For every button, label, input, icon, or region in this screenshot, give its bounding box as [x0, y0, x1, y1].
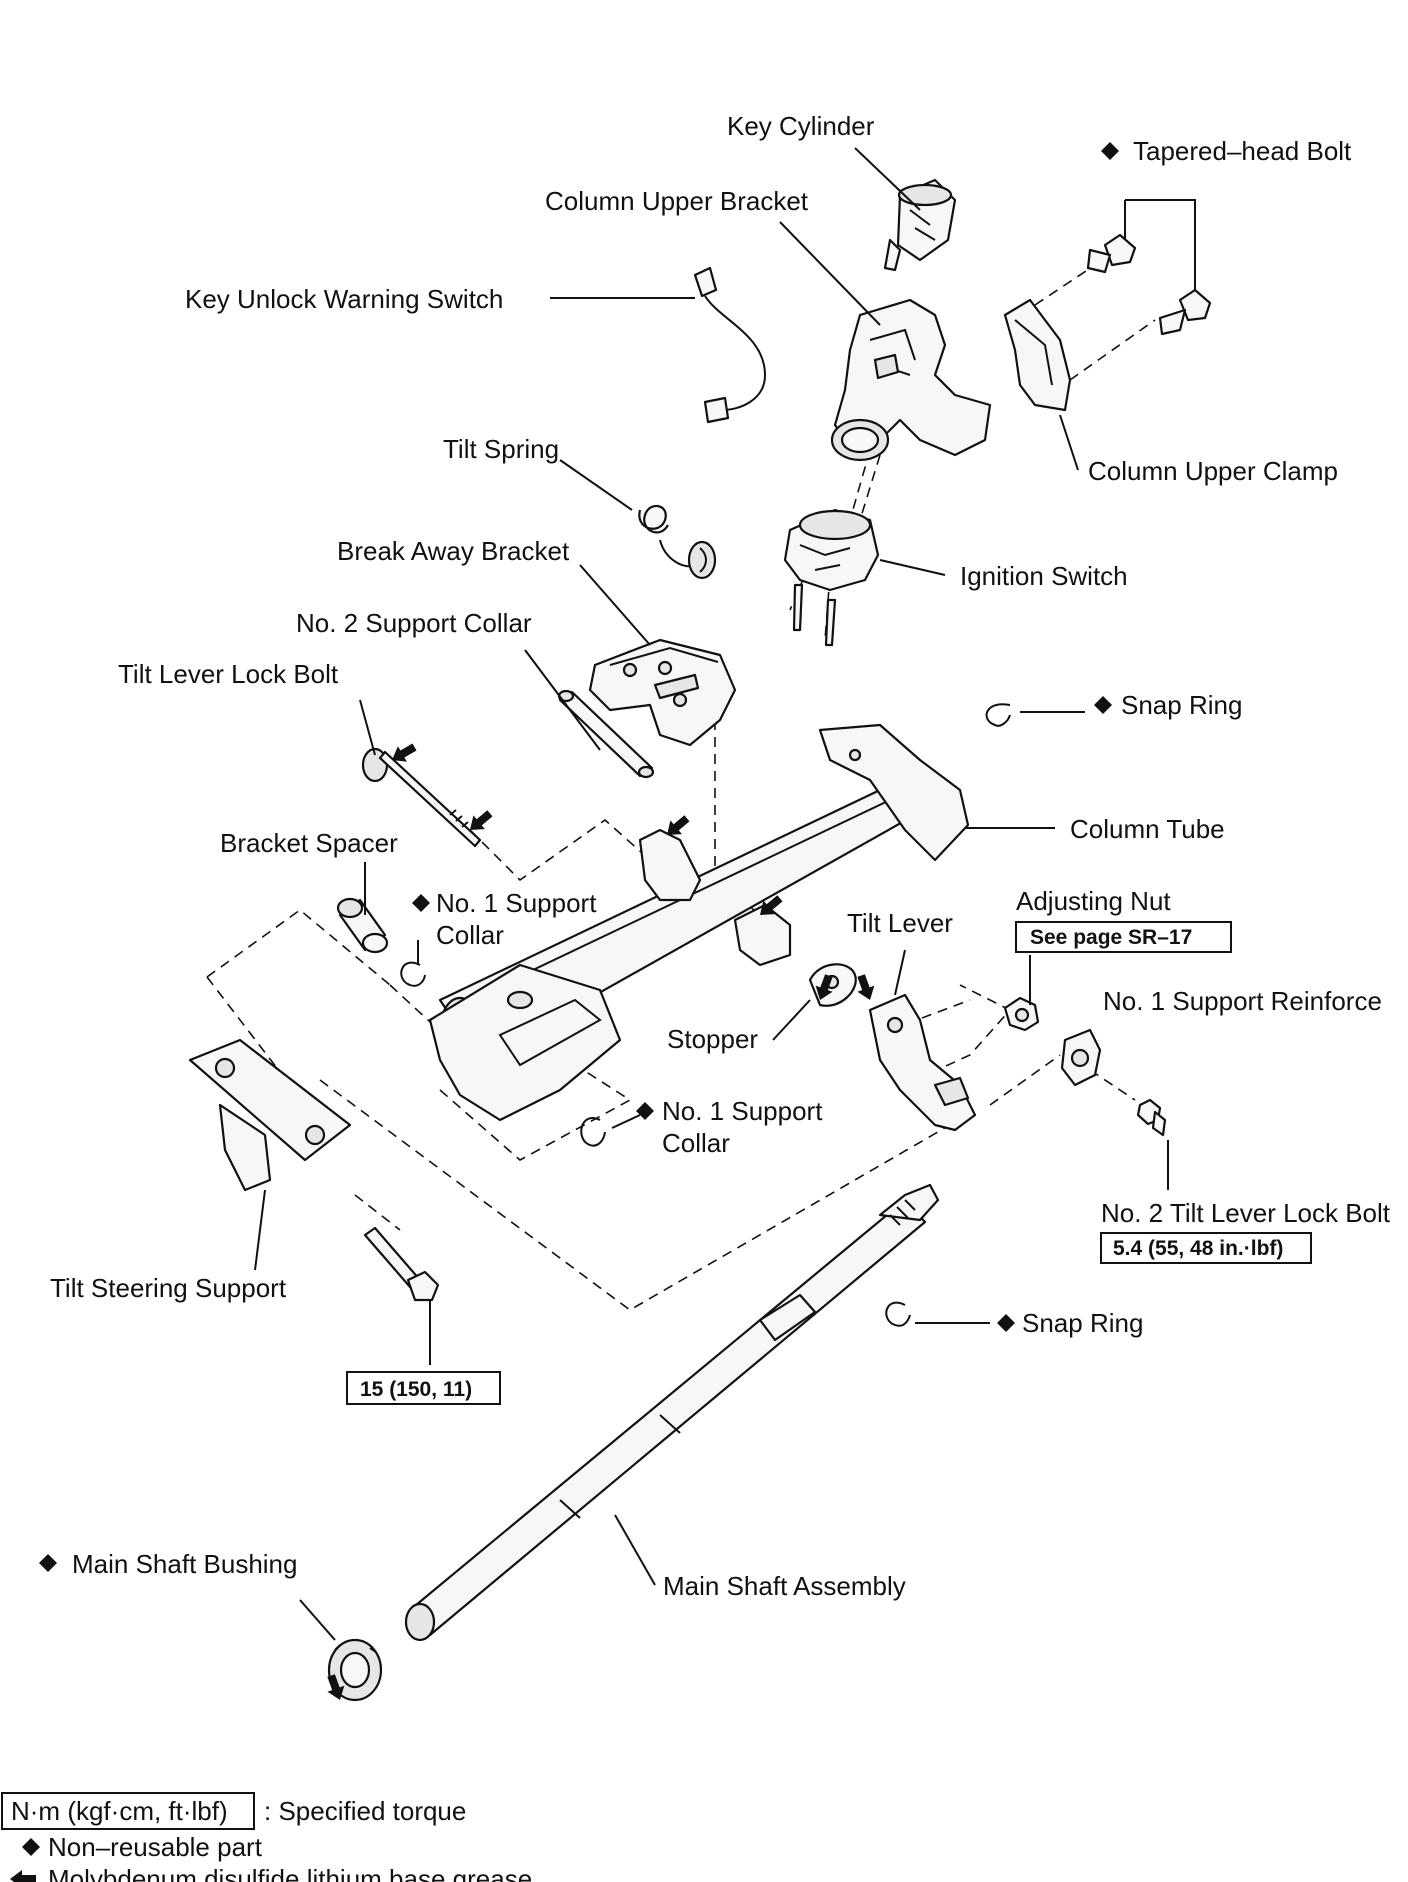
label-tilt-lever-lock-bolt: Tilt Lever Lock Bolt — [118, 659, 339, 689]
legend: N·m (kgf·cm, ft·lbf) : Specified torque … — [1, 1792, 532, 1882]
tilt-lever-part — [852, 972, 977, 1132]
legend-torque-desc: : Specified torque — [264, 1796, 466, 1826]
stopper-part — [808, 963, 857, 1007]
label-tapered-head-bolt: Tapered–head Bolt — [1133, 136, 1352, 166]
diamond-icon — [1101, 142, 1119, 160]
adjusting-nut-ref-box — [1015, 921, 1232, 953]
label-key-unlock-warning-switch: Key Unlock Warning Switch — [185, 284, 503, 314]
label-main-shaft-assembly: Main Shaft Assembly — [663, 1571, 906, 1601]
tilt-spring-part — [638, 504, 717, 580]
column-upper-clamp-part — [1003, 298, 1072, 412]
no2-tilt-lever-lock-bolt-torque-box — [1100, 1232, 1312, 1264]
label-no1-support-collar-b-line1: No. 1 Support — [662, 1096, 823, 1126]
label-no1-support-collar-a-line1: No. 1 Support — [436, 888, 597, 918]
label-column-upper-bracket: Column Upper Bracket — [545, 186, 809, 216]
bracket-spacer-part — [336, 897, 389, 954]
label-bracket-spacer: Bracket Spacer — [220, 828, 398, 858]
ignition-switch-part — [783, 508, 880, 647]
diamond-icon — [997, 1314, 1015, 1332]
adjusting-nut-part — [1003, 996, 1040, 1032]
no1-support-reinforce-part — [1060, 1028, 1102, 1087]
label-snap-ring-upper: Snap Ring — [1121, 690, 1242, 720]
adjusting-nut-ref: See page SR–17 — [1030, 926, 1192, 949]
label-no1-support-collar-a-line2: Collar — [436, 920, 504, 950]
diamond-icon — [412, 894, 430, 912]
support-bolt-part — [363, 1226, 440, 1302]
snap-ring-lower-part — [885, 1301, 911, 1327]
snap-ring-upper-part — [985, 703, 1011, 727]
no2-tilt-lever-lock-bolt-part — [1136, 1098, 1167, 1137]
main-shaft-bushing-part — [322, 1638, 383, 1704]
break-away-bracket-part — [588, 638, 737, 747]
label-ignition-switch: Ignition Switch — [960, 561, 1128, 591]
support-bolt-torque-box — [346, 1371, 501, 1405]
label-tilt-lever: Tilt Lever — [847, 908, 953, 938]
label-break-away-bracket: Break Away Bracket — [337, 536, 570, 566]
column-upper-bracket-part — [830, 298, 992, 462]
label-tilt-steering-support: Tilt Steering Support — [50, 1273, 287, 1303]
leader-lines — [254, 147, 1196, 1641]
label-no1-support-reinforce: No. 1 Support Reinforce — [1103, 986, 1382, 1016]
label-snap-ring-lower: Snap Ring — [1022, 1308, 1143, 1338]
diamond-icon — [22, 1838, 40, 1856]
tilt-steering-support-part — [188, 1038, 352, 1192]
label-column-tube: Column Tube — [1070, 814, 1225, 844]
diamond-icon — [636, 1102, 654, 1120]
key-unlock-warning-switch-part — [693, 266, 767, 424]
column-tube-part — [428, 723, 970, 1122]
diamond-icon — [39, 1554, 57, 1572]
label-no2-tilt-lever-lock-bolt: No. 2 Tilt Lever Lock Bolt — [1101, 1198, 1391, 1228]
diamond-icon — [1094, 696, 1112, 714]
legend-torque-box — [1, 1792, 255, 1830]
label-main-shaft-bushing: Main Shaft Bushing — [72, 1549, 297, 1579]
support-bolt-torque: 15 (150, 11) — [360, 1378, 472, 1401]
grease-arrow-icon — [10, 1870, 36, 1882]
tapered-head-bolt-part — [1086, 233, 1212, 336]
label-tilt-spring: Tilt Spring — [443, 434, 559, 464]
no1-support-collar-a-part — [400, 961, 426, 987]
label-stopper: Stopper — [667, 1024, 758, 1054]
no2-tilt-lever-lock-bolt-torque: 5.4 (55, 48 in.·lbf) — [1113, 1237, 1283, 1260]
label-adjusting-nut: Adjusting Nut — [1016, 886, 1171, 916]
label-no1-support-collar-b-line2: Collar — [662, 1128, 730, 1158]
key-cylinder-part — [883, 178, 957, 272]
label-column-upper-clamp: Column Upper Clamp — [1088, 456, 1338, 486]
label-no2-support-collar: No. 2 Support Collar — [296, 608, 532, 638]
legend-grease: Molybdenum disulfide lithium base grease — [48, 1864, 532, 1882]
tilt-lever-lock-bolt-part — [361, 739, 496, 848]
label-key-cylinder: Key Cylinder — [727, 111, 875, 141]
no1-support-collar-b-part — [580, 1117, 606, 1147]
main-shaft-assembly-part — [404, 1183, 940, 1642]
legend-non-reusable: Non–reusable part — [48, 1832, 263, 1862]
legend-torque-unit: N·m (kgf·cm, ft·lbf) — [11, 1796, 228, 1826]
